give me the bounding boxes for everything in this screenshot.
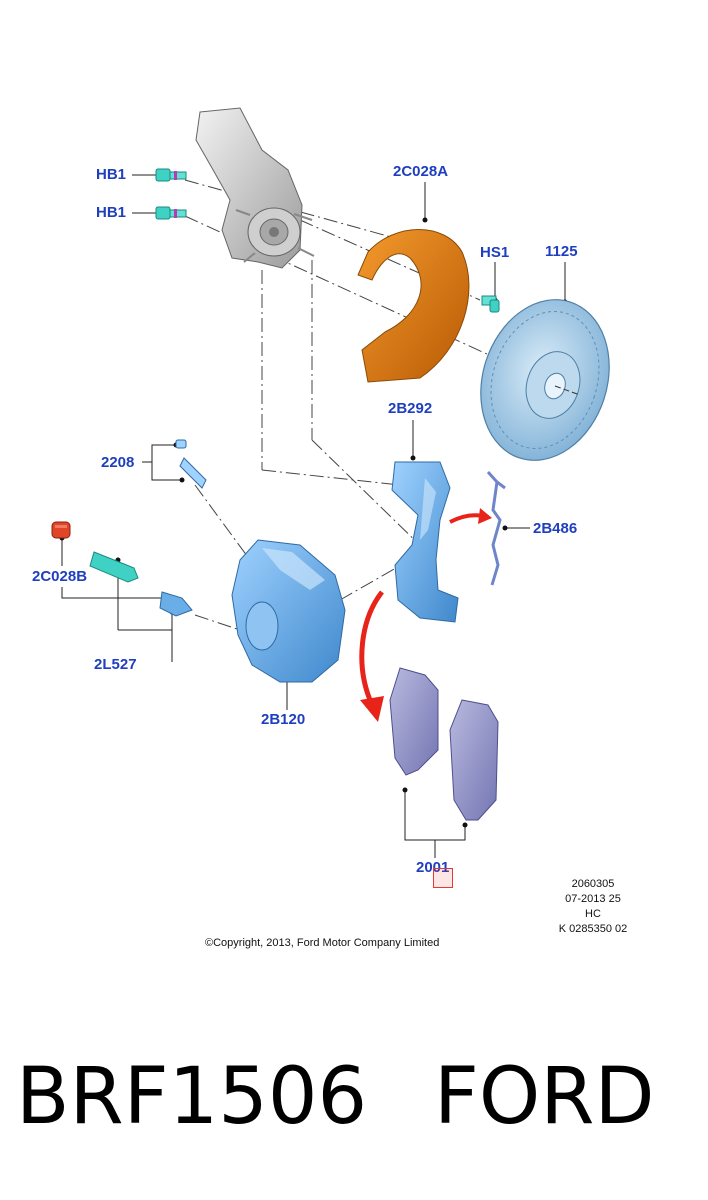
hub-stud [481, 295, 500, 313]
label-hb1-bottom: HB1 [96, 204, 127, 221]
caliper-bracket [391, 461, 459, 623]
meta-line-3: HC [585, 908, 601, 920]
brand-name: FORD [434, 1052, 655, 1142]
steering-knuckle [195, 107, 315, 269]
label-hb1-top: HB1 [96, 166, 127, 183]
brake-pads [389, 667, 499, 821]
label-brake-disc: 1125 [545, 243, 578, 260]
leader-lines [61, 174, 566, 858]
direction-arrows [359, 508, 492, 722]
label-splash-shield: 2C028A [393, 163, 449, 180]
guide-pin [89, 551, 193, 617]
drawing-meta: 2060305 07-2013 25 HC K 0285350 02 [538, 877, 648, 937]
meta-line-4: K 0285350 02 [558, 923, 628, 935]
hb1-bolt-top [155, 168, 187, 182]
splash-shield [357, 229, 470, 383]
bleeder-screw [175, 439, 207, 489]
meta-line-1: 2060305 [571, 878, 615, 890]
brake-disc [480, 299, 610, 461]
anti-rattle-clip [486, 470, 506, 586]
label-hub-stud: HS1 [480, 244, 510, 261]
label-cap: 2C028B [32, 568, 88, 585]
brake-caliper [231, 539, 346, 683]
label-guide-pin: 2L527 [94, 656, 137, 673]
label-caliper-bracket: 2B292 [388, 400, 433, 417]
label-caliper: 2B120 [261, 711, 306, 728]
hb1-bolt-bottom [155, 206, 187, 220]
copyright-notice: ©Copyright, 2013, Ford Motor Company Lim… [205, 937, 440, 949]
part-number: BRF1506 [16, 1052, 368, 1142]
meta-line-2: 07-2013 25 [565, 893, 621, 905]
label-pads: 2001 [416, 859, 450, 876]
highlight-box [433, 868, 453, 888]
label-clip: 2B486 [533, 520, 578, 537]
label-bleeder: 2208 [101, 454, 135, 471]
dust-cap [51, 521, 71, 539]
